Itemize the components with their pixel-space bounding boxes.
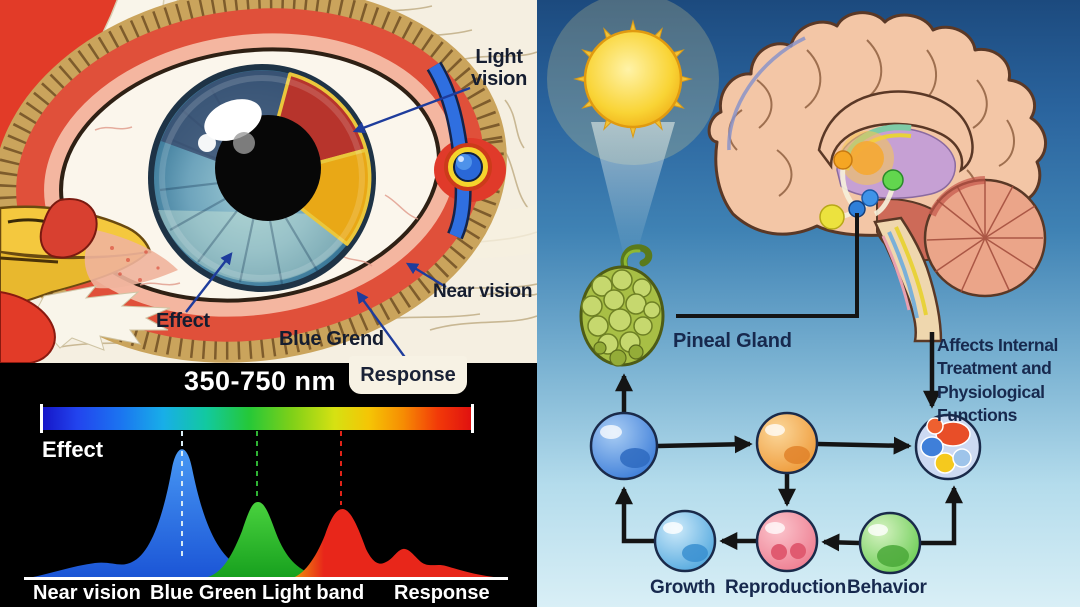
- cycle-node-growth: [653, 509, 717, 573]
- arrow-orange-to-functions: [817, 436, 912, 455]
- spectrum-gradient-bar: [43, 407, 472, 430]
- cycle-node-behavior: [858, 511, 922, 575]
- growth-label: Growth: [650, 577, 716, 598]
- affects-functions-label: Affects Internal Treatment and Physiolog…: [937, 335, 1058, 426]
- near-vision-pointer: [405, 262, 447, 289]
- pineal-diagram-art: [547, 0, 1047, 575]
- cycle-node-functions: [914, 413, 982, 481]
- nucleus-dot-orange: [833, 150, 853, 170]
- nucleus-dot-blue: [861, 189, 879, 207]
- near-vision-label: Near vision: [433, 281, 533, 302]
- brain-illustration: [707, 11, 1047, 343]
- blue-response-curve: [28, 449, 290, 578]
- arrow-behavior-to-reproduction: [821, 533, 860, 552]
- light-vision-pointer: [352, 86, 471, 134]
- brainstem: [873, 216, 943, 343]
- spectrum-effect-label: Effect: [42, 437, 104, 462]
- feather-tuft: [29, 285, 171, 351]
- effect-pointer: [185, 252, 233, 313]
- iris: [148, 64, 376, 292]
- pineal-diagram-panel: Pineal Gland Affects Internal Treatment …: [537, 0, 1080, 607]
- arrow-blue-to-orange: [657, 435, 753, 454]
- blue-grend-label: Blue Grend: [279, 328, 384, 350]
- response-curves-chart: [24, 431, 508, 580]
- pituitary-dot-yellow: [819, 204, 845, 230]
- spectrum-chart-panel: 350-750 nm Effect: [0, 363, 537, 607]
- green-response-curve: [204, 502, 336, 578]
- red-response-curve: [292, 509, 504, 578]
- pupil-highlight: [204, 99, 262, 141]
- chicken-eye-illustration: [0, 0, 537, 363]
- bar-cap-left: [40, 404, 43, 433]
- meninges-line: [727, 36, 806, 151]
- response-label: Response: [360, 363, 456, 386]
- pointer-lines: [185, 86, 471, 363]
- cycle-nodes: [589, 411, 982, 575]
- light-vision-label: Light vision: [471, 46, 527, 90]
- axis-label-response: Response: [394, 582, 490, 604]
- nucleus-dot-green: [882, 169, 904, 191]
- cycle-node-orange: [755, 411, 819, 475]
- hypothalamus-blob: [850, 141, 884, 175]
- lens-target-icon: [426, 61, 506, 240]
- spectrum-title: 350-750 nm: [183, 366, 337, 396]
- wattle: [0, 290, 56, 363]
- peak-marker-dashes: [181, 431, 342, 558]
- effect-label: Effect: [156, 310, 210, 332]
- axis-label-blue-green: Blue Green: [150, 582, 257, 604]
- chicken-eye-panel: Light vision Near vision Blue Grend Effe…: [0, 0, 537, 363]
- cerebellum: [923, 176, 1047, 298]
- response-label-patch: Response: [349, 356, 467, 394]
- corpus-callosum: [817, 90, 974, 173]
- pineal-gland-label: Pineal Gland: [673, 330, 792, 352]
- eye-corner-skin: [84, 230, 178, 289]
- axis-label-light-band: Light band: [262, 582, 365, 604]
- arrow-growth-to-blue: [615, 486, 655, 544]
- axis-label-near-vision: Near vision: [33, 582, 141, 604]
- pineal-pointer-line: [676, 213, 859, 318]
- behavior-label: Behavior: [847, 577, 927, 598]
- bar-cap-right: [471, 404, 474, 433]
- cycle-node-blue: [589, 411, 659, 481]
- cycle-node-reproduction: [755, 509, 819, 573]
- corner-speckles: [110, 246, 160, 282]
- cycle-arrows: [615, 332, 963, 552]
- tear-duct: [39, 198, 98, 259]
- reproduction-label: Reproduction: [725, 577, 847, 598]
- arrow-behavior-to-functions: [921, 485, 963, 546]
- sun-icon: [573, 19, 693, 139]
- light-beam: [591, 122, 675, 252]
- pineal-gland-illustration: [579, 244, 665, 367]
- response-pointer: [356, 291, 411, 363]
